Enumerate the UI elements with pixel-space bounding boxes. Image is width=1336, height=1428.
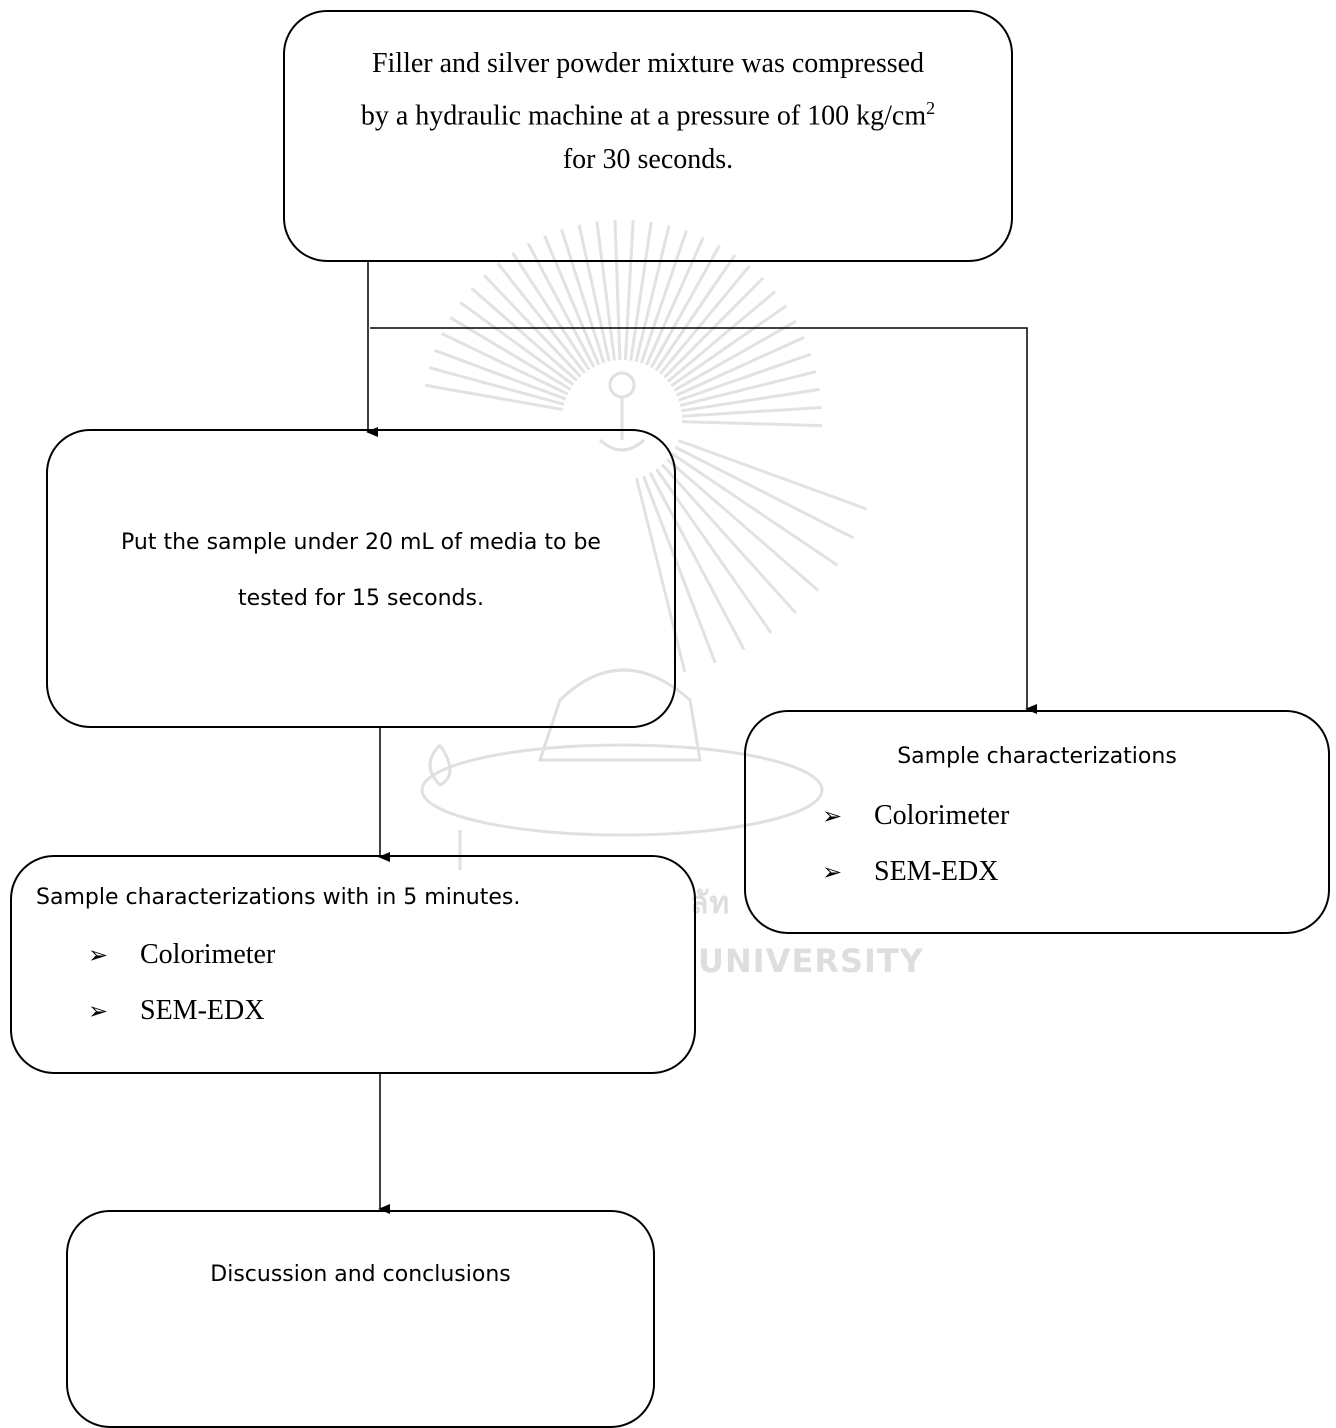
sunburst-ray bbox=[613, 220, 622, 361]
sunburst-ray bbox=[428, 366, 565, 406]
sunburst-ray bbox=[482, 274, 582, 378]
compression-step-box: Filler and silver powder mixture was com… bbox=[283, 10, 1013, 262]
bullet-arrow-icon: ➢ bbox=[88, 998, 109, 1025]
sunburst-ray bbox=[459, 301, 575, 386]
sunburst-ray bbox=[470, 287, 578, 382]
sunburst-ray bbox=[526, 242, 596, 368]
sunburst-ray bbox=[673, 319, 797, 392]
sunburst-ray bbox=[674, 445, 855, 540]
sunburst-ray bbox=[681, 405, 822, 418]
compression-step-text: Filler and silver powder mixture was com… bbox=[285, 42, 1011, 182]
watermark-text-university: UNIVERSITY bbox=[698, 942, 924, 980]
sunburst-ray bbox=[440, 332, 569, 396]
bullet-arrow-icon: ➢ bbox=[822, 859, 843, 886]
sunburst-ray bbox=[666, 458, 820, 592]
timed-characterization-title: Sample characterizations with in 5 minut… bbox=[36, 885, 521, 910]
bullet-label: Colorimeter bbox=[874, 800, 1010, 831]
compression-line-1: Filler and silver powder mixture was com… bbox=[371, 48, 925, 79]
conclusion-label: Discussion and conclusions bbox=[210, 1262, 511, 1287]
immersion-step-text: Put the sample under 20 mL of media to b… bbox=[48, 515, 674, 627]
sunburst-ray bbox=[642, 475, 717, 664]
sunburst-ray bbox=[645, 236, 705, 366]
bullet-arrow-icon: ➢ bbox=[822, 803, 843, 830]
sunburst-ray bbox=[623, 220, 635, 361]
emblem-body bbox=[420, 371, 824, 870]
sunburst-ray bbox=[560, 228, 606, 364]
sunburst-ray bbox=[648, 472, 746, 651]
timed-characterization-item-sem-edx: ➢ SEM-EDX bbox=[88, 995, 264, 1027]
sunburst-ray bbox=[577, 224, 611, 362]
bullet-label: Colorimeter bbox=[140, 939, 276, 970]
sunburst-ray bbox=[511, 251, 591, 371]
conclusion-box: Discussion and conclusions bbox=[66, 1210, 655, 1428]
sunburst-ray bbox=[434, 348, 567, 401]
arrow-compression-to-characterization bbox=[370, 327, 1037, 714]
sunburst-ray bbox=[670, 452, 839, 567]
sunburst-ray bbox=[677, 439, 867, 511]
sunburst-ray bbox=[681, 387, 820, 413]
compression-line-2: by a hydraulic machine at a pressure of … bbox=[285, 86, 1011, 138]
sunburst-ray bbox=[449, 316, 572, 391]
sunburst-ray bbox=[595, 221, 616, 361]
sunburst-ray bbox=[649, 244, 721, 369]
sunburst-ray bbox=[654, 254, 737, 372]
sunburst-ray bbox=[679, 370, 817, 407]
unit-exponent: 2 bbox=[926, 98, 936, 118]
characterization-title: Sample characterizations bbox=[897, 744, 1177, 769]
characterization-box: Sample characterizations ➢ Colorimeter ➢… bbox=[744, 710, 1330, 934]
watermark-text-fragment: ลัท bbox=[690, 886, 731, 921]
immersion-line-1: Put the sample under 20 mL of media to b… bbox=[121, 530, 601, 555]
bullet-arrow-icon: ➢ bbox=[88, 942, 109, 969]
sunburst-ray bbox=[629, 221, 653, 361]
timed-characterization-box: Sample characterizations with in 5 minut… bbox=[10, 855, 696, 1074]
sunburst-ray bbox=[681, 420, 822, 428]
compression-line-3: for 30 seconds. bbox=[562, 144, 734, 176]
sunburst-ray bbox=[659, 264, 751, 375]
characterization-item-colorimeter: ➢ Colorimeter bbox=[822, 800, 1009, 832]
sunburst-ray bbox=[639, 230, 688, 364]
sunburst-ray bbox=[670, 304, 788, 387]
immersion-step-box: Put the sample under 20 mL of media to b… bbox=[46, 429, 676, 728]
sunburst-ray bbox=[661, 463, 798, 615]
sunburst-ray bbox=[666, 290, 777, 383]
bullet-label: SEM-EDX bbox=[874, 856, 999, 887]
characterization-item-sem-edx: ➢ SEM-EDX bbox=[822, 856, 998, 888]
sunburst-ray bbox=[678, 352, 812, 402]
bullet-label: SEM-EDX bbox=[140, 995, 265, 1026]
sunburst-ray bbox=[635, 477, 687, 673]
timed-characterization-item-colorimeter: ➢ Colorimeter bbox=[88, 939, 275, 971]
sunburst-ray bbox=[676, 336, 805, 397]
sunburst-ray bbox=[424, 383, 564, 412]
sunburst-ray bbox=[543, 235, 601, 366]
immersion-line-2: tested for 15 seconds. bbox=[238, 586, 484, 611]
sunburst-ray bbox=[634, 225, 671, 363]
compression-line-2-text: by a hydraulic machine at a pressure of … bbox=[360, 100, 927, 132]
sunburst-ray bbox=[496, 262, 586, 374]
